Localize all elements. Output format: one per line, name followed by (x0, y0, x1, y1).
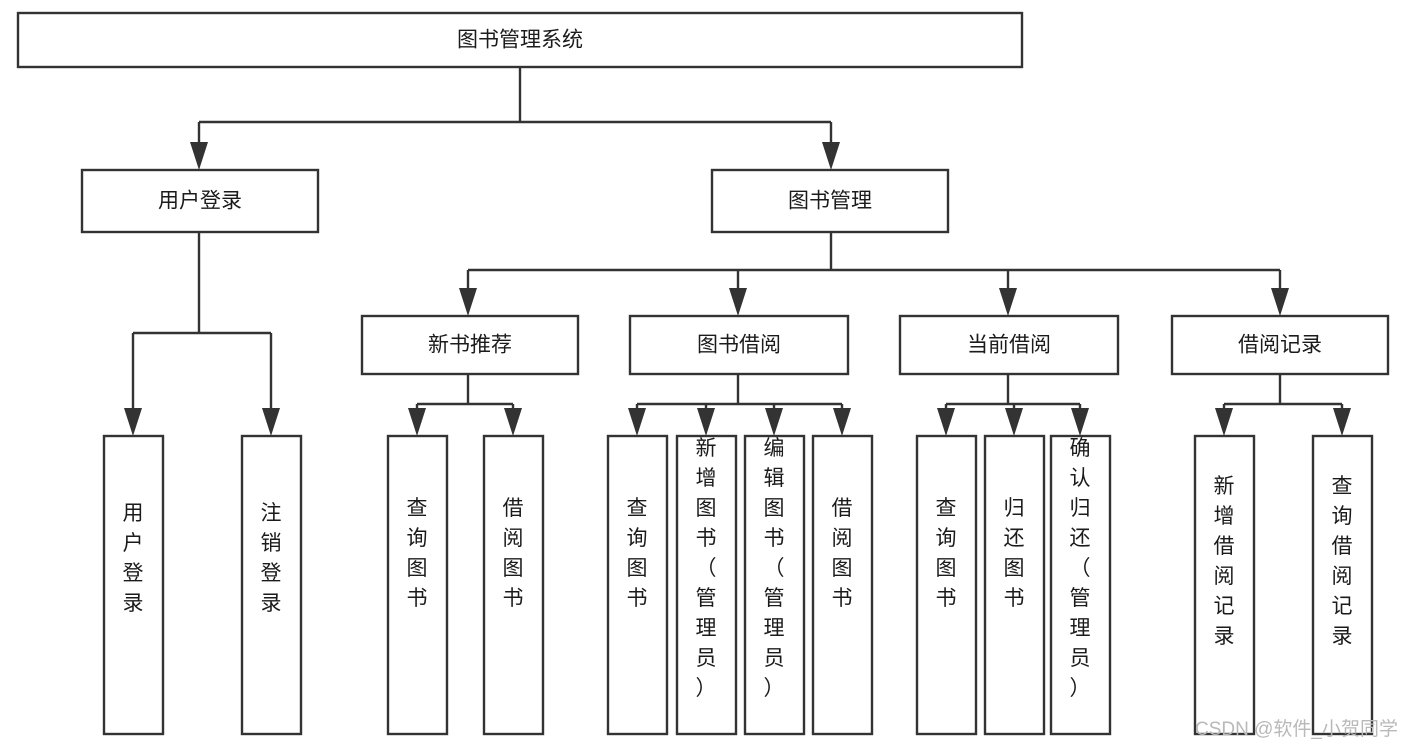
connector-layer (124, 67, 1351, 436)
leaf-node-borrow-add-book[interactable]: 新增图书（管理员） (675, 434, 738, 736)
node-box-user-login[interactable] (80, 168, 320, 234)
node-box-book-management[interactable] (710, 168, 950, 234)
node-box-borrow-record[interactable] (1170, 314, 1390, 376)
arrow-head-record-leaf-1 (1215, 408, 1233, 436)
leaf-box-recommend-query-book[interactable] (386, 434, 449, 736)
leaf-node-current-return-book[interactable]: 归还图书 (983, 434, 1046, 736)
arrow-head-borrow-record (1271, 288, 1289, 316)
leaf-box-record-query[interactable] (1311, 434, 1374, 736)
leaf-node-recommend-borrow-book[interactable]: 借阅图书 (482, 434, 545, 736)
arrow-head-book-borrow (729, 288, 747, 316)
node-label-root: 图书管理系统 (457, 29, 583, 52)
leaf-label-borrow-edit-book: 编辑图书（管理员） (764, 437, 785, 700)
leaf-node-user-login[interactable]: 用户登录 (102, 434, 165, 736)
arrow-head-recommend-leaf-1 (408, 408, 426, 436)
leaf-box-current-return-book[interactable] (983, 434, 1046, 736)
leaf-box-record-add[interactable] (1193, 434, 1256, 736)
leaf-box-borrow-edit-book[interactable] (743, 434, 806, 736)
leaf-label-recommend-query-book: 查询图书 (407, 497, 428, 610)
node-label-book-management: 图书管理 (788, 190, 872, 213)
leaf-box-borrow-borrow-book[interactable] (811, 434, 874, 736)
arrow-head-current-leaf-2 (1005, 408, 1023, 436)
leaf-label-current-return-book: 归还图书 (1004, 497, 1025, 610)
arrow-head-current-borrow (999, 288, 1017, 316)
node-book-management[interactable]: 图书管理 (710, 168, 950, 234)
node-label-current-borrow: 当前借阅 (967, 334, 1051, 357)
node-label-book-borrow: 图书借阅 (697, 334, 781, 357)
leaf-label-record-query: 查询借阅记录 (1332, 475, 1353, 648)
node-box-book-borrow[interactable] (628, 314, 850, 376)
leaf-node-current-query-book[interactable]: 查询图书 (915, 434, 978, 736)
leaf-box-borrow-query-book[interactable] (606, 434, 669, 736)
leaf-box-current-query-book[interactable] (915, 434, 978, 736)
arrow-head-current-leaf-1 (937, 408, 955, 436)
arrow-head-new-book-recommend (459, 288, 477, 316)
leaf-label-record-add: 新增借阅记录 (1214, 475, 1235, 648)
leaf-box-recommend-borrow-book[interactable] (482, 434, 545, 736)
node-borrow-record[interactable]: 借阅记录 (1170, 314, 1390, 376)
arrow-head-leaf-user-login (124, 408, 142, 436)
node-box-current-borrow[interactable] (898, 314, 1120, 376)
leaf-node-borrow-query-book[interactable]: 查询图书 (606, 434, 669, 736)
watermark-label: CSDN @软件_小贺同学 (1195, 718, 1398, 740)
node-current-borrow[interactable]: 当前借阅 (898, 314, 1120, 376)
arrow-head-user-login (190, 142, 208, 170)
leaf-label-user-login: 用户登录 (123, 502, 144, 615)
arrow-head-current-leaf-3 (1071, 408, 1089, 436)
node-box-root[interactable] (16, 11, 1024, 69)
node-label-new-book-recommend: 新书推荐 (428, 334, 512, 357)
leaf-node-record-query[interactable]: 查询借阅记录 (1311, 434, 1374, 736)
leaf-box-logout[interactable] (240, 434, 303, 736)
node-label-user-login: 用户登录 (158, 190, 242, 213)
leaf-node-recommend-query-book[interactable]: 查询图书 (386, 434, 449, 736)
leaf-label-current-confirm-return: 确认归还（管理员） (1070, 437, 1091, 700)
node-root-system[interactable]: 图书管理系统 (16, 11, 1024, 69)
leaf-label-borrow-query-book: 查询图书 (627, 497, 648, 610)
leaf-label-borrow-borrow-book: 借阅图书 (832, 497, 853, 610)
leaf-node-record-add[interactable]: 新增借阅记录 (1193, 434, 1256, 736)
arrow-head-borrow-leaf-2 (697, 408, 715, 436)
leaf-box-borrow-add-book[interactable] (675, 434, 738, 736)
arrow-head-record-leaf-2 (1333, 408, 1351, 436)
node-box-new-book-recommend[interactable] (360, 314, 580, 376)
leaf-label-logout: 注销登录 (261, 502, 282, 615)
leaf-label-recommend-borrow-book: 借阅图书 (503, 497, 524, 610)
leaf-label-current-query-book: 查询图书 (936, 497, 957, 610)
leaf-node-borrow-edit-book[interactable]: 编辑图书（管理员） (743, 434, 806, 736)
leaf-box-user-login[interactable] (102, 434, 165, 736)
node-label-borrow-record: 借阅记录 (1238, 334, 1322, 357)
node-book-borrow[interactable]: 图书借阅 (628, 314, 850, 376)
leaf-node-borrow-borrow-book[interactable]: 借阅图书 (811, 434, 874, 736)
node-user-login[interactable]: 用户登录 (80, 168, 320, 234)
arrow-head-borrow-leaf-4 (833, 408, 851, 436)
arrow-head-leaf-logout (262, 408, 280, 436)
leaf-node-logout[interactable]: 注销登录 (240, 434, 303, 736)
arrow-head-book-mgmt (822, 142, 840, 170)
arrow-head-borrow-leaf-1 (628, 408, 646, 436)
leaf-node-current-confirm-return[interactable]: 确认归还（管理员） (1049, 434, 1112, 736)
node-new-book-recommend[interactable]: 新书推荐 (360, 314, 580, 376)
leaf-label-borrow-add-book: 新增图书（管理员） (696, 437, 717, 700)
arrow-head-borrow-leaf-3 (765, 408, 783, 436)
leaf-box-current-confirm-return[interactable] (1049, 434, 1112, 736)
arrow-head-recommend-leaf-2 (504, 408, 522, 436)
